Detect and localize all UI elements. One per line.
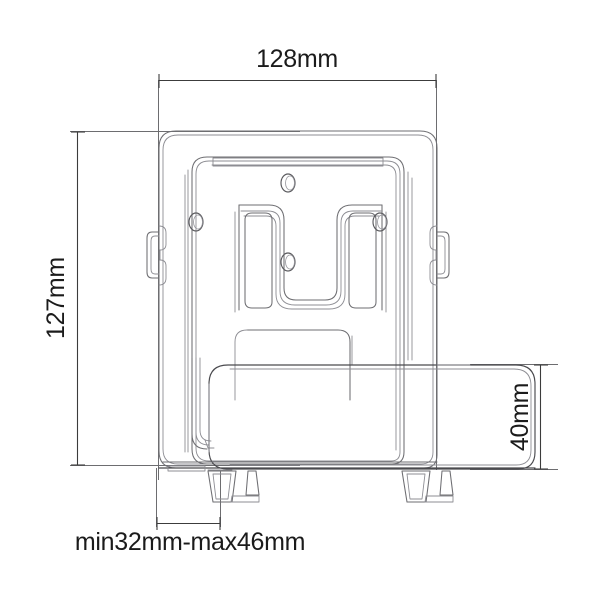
dimension-height-127mm: 127mm: [42, 131, 300, 466]
center-lower-hole: [280, 252, 296, 272]
left-clip-lower-hook: [158, 259, 167, 286]
depth-dimension-label: 40mm: [506, 383, 534, 451]
left-side-clip: [146, 225, 167, 286]
lower-boss-left-fillet: [234, 329, 248, 401]
left-clip-upper-hook: [158, 225, 167, 251]
right-clip-outer: [436, 231, 450, 279]
left-slot-pocket: [244, 212, 273, 309]
right-slot-pocket: [348, 212, 377, 309]
left-clip-inner: [150, 235, 160, 275]
right-side-hole-inner: [377, 214, 387, 230]
right-foot-rear-outer: [439, 470, 454, 496]
left-foot-inner: [212, 473, 232, 500]
front-body-inner-offset: [229, 368, 532, 466]
recessed-panel-outline: [191, 156, 405, 465]
center-saddle-inner-offset: [240, 210, 382, 306]
right-side-clip: [429, 225, 450, 286]
left-front-foot: [207, 470, 260, 503]
center-saddle-second-offset: [243, 215, 380, 310]
right-clip-upper-hook: [429, 225, 438, 251]
bracket-part-geometry: [146, 130, 536, 503]
lower-boss-outline: [246, 329, 351, 401]
range-dimension-label: min32mm-max46mm: [75, 528, 305, 556]
recessed-panel-top-lip: [212, 157, 384, 167]
center-lower-hole-inner: [285, 254, 295, 270]
left-foot-rear-outer: [245, 470, 260, 496]
left-side-hole-inner: [193, 214, 203, 230]
left-channel-inner-a: [195, 357, 210, 446]
right-clip-inner: [436, 235, 446, 275]
center-upper-hole: [280, 173, 296, 193]
left-channel-outline: [191, 357, 208, 450]
left-foot-crossbar: [230, 495, 260, 503]
right-foot-crossbar: [424, 495, 454, 503]
center-upper-hole-inner: [285, 175, 295, 191]
front-body-outline: [208, 364, 536, 470]
outer-backplate-inner-offset: [162, 134, 434, 465]
recessed-panel-inner-offset: [195, 160, 401, 462]
right-side-hole: [372, 212, 388, 232]
center-saddle-outline: [238, 204, 383, 301]
right-front-foot: [401, 470, 454, 503]
width-dimension-label: 128mm: [256, 45, 338, 73]
base-band-left-tab: [167, 465, 206, 472]
dimension-adjustable-range: min32mm-max46mm: [75, 468, 305, 556]
height-dimension-label: 127mm: [42, 257, 70, 339]
left-clip-outer: [146, 231, 160, 279]
left-side-hole: [188, 212, 204, 232]
dimension-depth-40mm: 40mm: [470, 364, 558, 470]
right-foot-inner: [406, 473, 426, 500]
recessed-panel-top-highlight: [211, 164, 397, 451]
left-channel-corner-detail: [204, 439, 215, 449]
right-clip-lower-hook: [429, 259, 438, 286]
